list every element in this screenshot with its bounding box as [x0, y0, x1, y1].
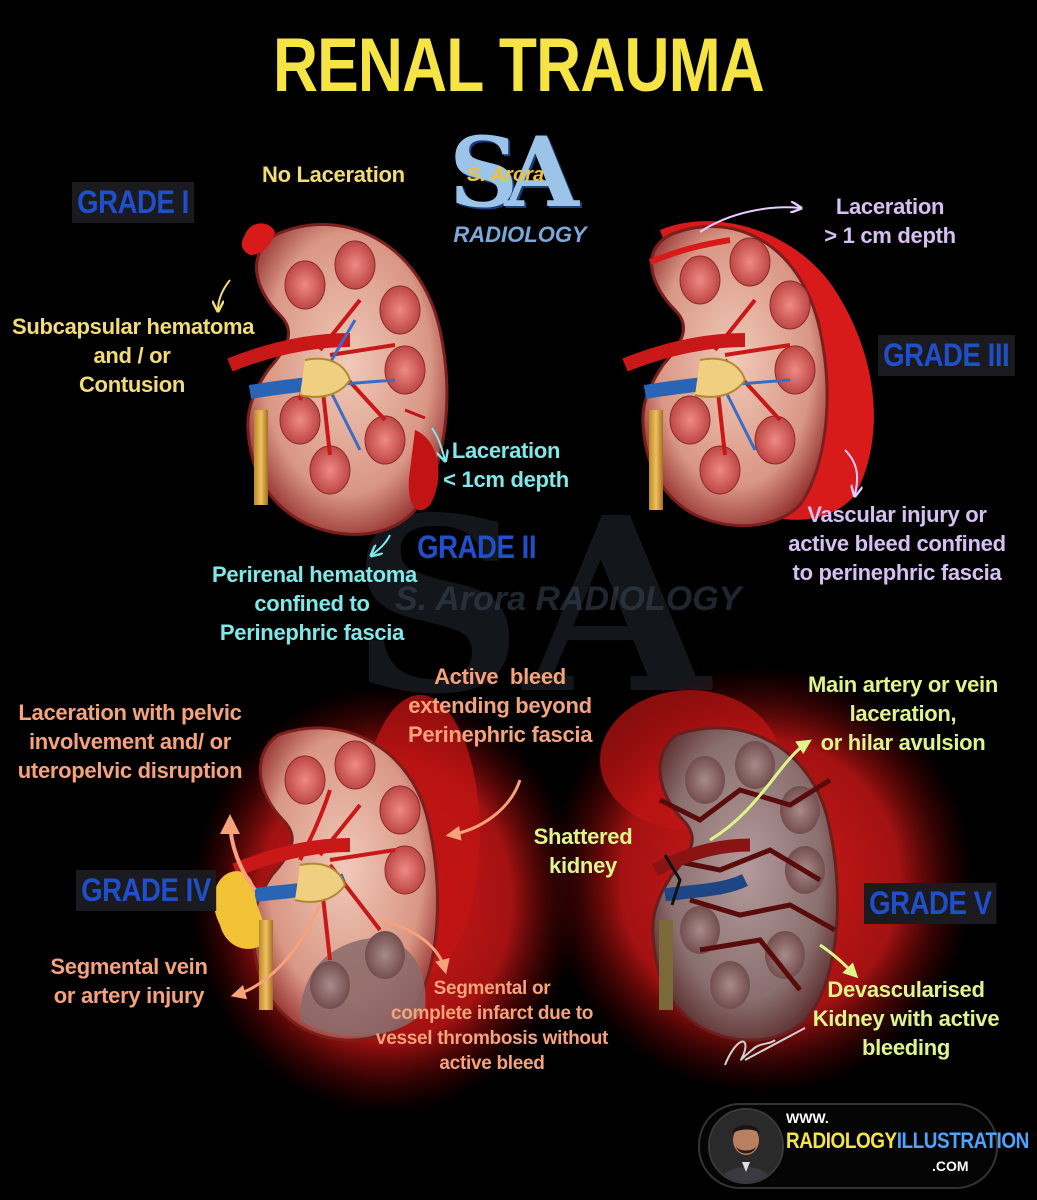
artist-signature [724, 1027, 806, 1066]
grade4-infarct-line: vessel thrombosis without [375, 1028, 609, 1050]
brand-logo: SA S. Arora RADIOLOGY [445, 116, 595, 252]
grade3-line: to perinephric fascia [792, 560, 1002, 586]
grade4-active-bleed-line: extending beyond [408, 693, 592, 719]
arrow-grade1-hematoma [218, 279, 231, 310]
grade4-segmental-line: or artery injury [53, 983, 205, 1009]
grade4-pelvic-line: uteropelvic disruption [17, 758, 243, 784]
grade2-description: Perirenal hematoma confined to Perinephr… [212, 560, 417, 647]
grade4-infarct-line: Segmental or [433, 978, 551, 999]
grade5-main-artery: Main artery or vein laceration, or hilar… [798, 670, 1008, 757]
grade5-main-artery-line: or hilar avulsion [820, 730, 986, 756]
arrow-grade5-main [709, 739, 812, 842]
grade4-active-bleed-line: Active bleed [434, 664, 566, 689]
arrow-grade4-pelvic-head [220, 814, 257, 892]
annotation-arrows [218, 207, 859, 1000]
brand-name-part2: ILLUSTRATION [896, 1128, 1030, 1153]
logo-letters: SA [449, 116, 579, 229]
brand-link[interactable]: RADIOLOGYILLUSTRATION [786, 1128, 1029, 1154]
grade2-laceration-line: < 1cm depth [443, 467, 569, 493]
kidney-grade4 [213, 726, 440, 1042]
kidney-grade3 [622, 221, 874, 528]
kidney-grade1-2 [227, 223, 449, 536]
arrow-grade4-infarct [379, 918, 450, 975]
grade5-shattered-line: Shattered [533, 824, 633, 849]
grade2-label: GRADE II [417, 529, 537, 565]
kidney-grade5 [651, 726, 840, 1042]
arrow-grade2-hematoma [372, 534, 391, 555]
author-avatar [708, 1108, 784, 1184]
grade4-infarct: Segmental or complete infarct due to ves… [372, 976, 612, 1076]
grade1-line: Contusion [78, 372, 186, 398]
grade3-label: GRADE III [878, 335, 1015, 376]
grade3-description: Vascular injury or active bleed confined… [788, 500, 1006, 587]
grade4-pelvic-line: involvement and/ or [28, 729, 232, 755]
grade4-active-bleed: Active bleed extending beyond Perinephri… [408, 662, 592, 749]
grade3-line: active bleed confined [788, 531, 1006, 557]
arrow-grade4-segmental [230, 904, 322, 1000]
grade5-main-artery-line: laceration, [849, 701, 957, 727]
brand-com: .COM [932, 1158, 969, 1174]
grade3-laceration-line: Laceration [835, 194, 945, 219]
grade2-line: Perirenal hematoma [212, 562, 417, 587]
brand-www: WWW. [786, 1110, 829, 1126]
grade2-laceration: Laceration < 1cm depth [440, 436, 572, 494]
arrow-grade2-laceration [431, 427, 445, 460]
grade4-segmental: Segmental vein or artery injury [44, 952, 214, 1010]
brand-name-part1: RADIOLOGY [786, 1128, 897, 1153]
grade4-active-bleed-line: Perinephric fascia [408, 722, 593, 748]
grade4-label: GRADE IV [76, 870, 216, 911]
page-title: RENAL TRAUMA [272, 23, 765, 108]
grade4-infarct-line: complete infarct due to [390, 1003, 594, 1025]
arrow-grade4-bleed [445, 779, 522, 841]
grade4-pelvic-line: Laceration with pelvic [18, 700, 242, 725]
grade1-line: and / or [93, 343, 171, 369]
grade3-laceration: Laceration > 1 cm depth [812, 192, 968, 250]
grade5-shattered-line: kidney [549, 853, 617, 879]
grade2-line: Perinephric fascia [219, 620, 405, 646]
grade2-laceration-line: Laceration [451, 438, 561, 463]
arrow-grade3-laceration [699, 207, 800, 233]
logo-name: S. Arora [467, 164, 545, 186]
logo-subtitle: RADIOLOGY [453, 222, 587, 247]
grade2-line: confined to [254, 591, 370, 617]
grade5-devascularised-line: Kidney with active [812, 1006, 1000, 1032]
grade5-devascularised-line: bleeding [861, 1035, 951, 1061]
grade4-segmental-line: Segmental vein [50, 954, 208, 979]
avatar-person-icon [710, 1110, 782, 1182]
grade5-label: GRADE V [864, 883, 997, 924]
arrow-grade5-devasc [819, 943, 859, 979]
grade5-main-artery-line: Main artery or vein [808, 672, 998, 697]
grade4-pelvic: Laceration with pelvic involvement and/ … [10, 698, 250, 785]
grade5-devascularised: Devascularised Kidney with active bleedi… [806, 975, 1006, 1062]
grade1-top-note: No Laceration [262, 162, 405, 187]
grade1-label: GRADE I [72, 182, 194, 223]
grade3-line: Vascular injury or [807, 502, 987, 527]
watermark-text: S. Arora RADIOLOGY [395, 580, 742, 618]
grade5-devascularised-line: Devascularised [827, 977, 985, 1002]
grade5-shattered: Shattered kidney [524, 822, 642, 880]
grade4-infarct-line: active bleed [439, 1053, 545, 1075]
grade1-description: Subcapsular hematoma and / or Contusion [12, 312, 255, 399]
grade1-line: Subcapsular hematoma [12, 314, 255, 339]
grade3-laceration-line: > 1 cm depth [824, 223, 956, 249]
arrow-grade3-vascular [844, 449, 857, 495]
